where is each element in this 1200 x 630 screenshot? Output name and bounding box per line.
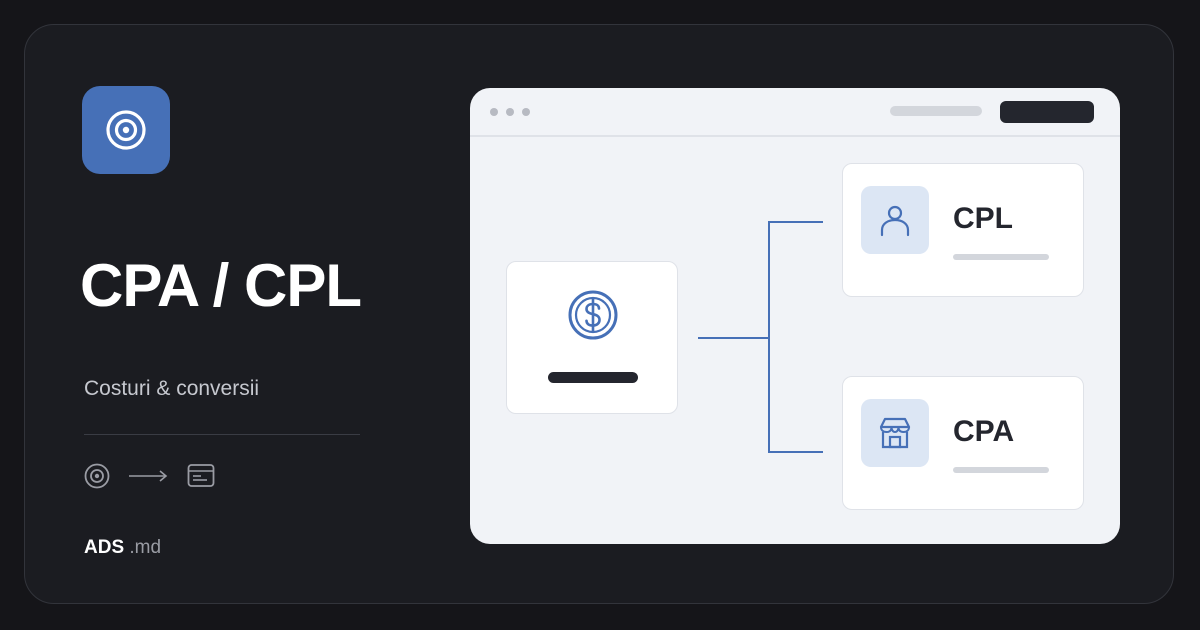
window-titlebar <box>470 88 1120 137</box>
target-text-placeholder <box>953 467 1049 473</box>
user-icon <box>880 205 910 237</box>
logo-tile <box>82 86 170 174</box>
target-icon <box>106 110 146 150</box>
target-icon-tile <box>861 399 929 467</box>
target-icon-tile <box>861 186 929 254</box>
brand-wordmark: ADS .md <box>84 537 161 559</box>
browser-mockup: CPL CPA <box>470 88 1120 544</box>
target-label: CPL <box>953 202 1013 235</box>
target-icon <box>84 463 110 489</box>
target-label: CPA <box>953 415 1015 448</box>
target-card-cpa: CPA <box>842 376 1084 510</box>
page-subtitle: Costuri & conversii <box>84 377 260 400</box>
window-dot <box>506 108 514 116</box>
target-text-placeholder <box>953 254 1049 260</box>
storefront-icon <box>879 417 911 449</box>
divider <box>84 434 360 435</box>
address-bar-placeholder <box>890 106 982 116</box>
flow-connector <box>698 221 823 453</box>
window-dot <box>490 108 498 116</box>
window-dot <box>522 108 530 116</box>
brand-name: ADS <box>84 537 125 558</box>
dollar-coin-icon <box>568 290 618 340</box>
source-label-placeholder <box>548 372 638 383</box>
window-button-placeholder <box>1000 101 1094 123</box>
source-card <box>506 261 678 414</box>
page-title: CPA / CPL <box>80 252 362 319</box>
target-card-cpl: CPL <box>842 163 1084 297</box>
browser-window-icon <box>187 464 215 487</box>
arrow-right-icon <box>129 470 168 482</box>
brand-tld: .md <box>129 537 162 558</box>
